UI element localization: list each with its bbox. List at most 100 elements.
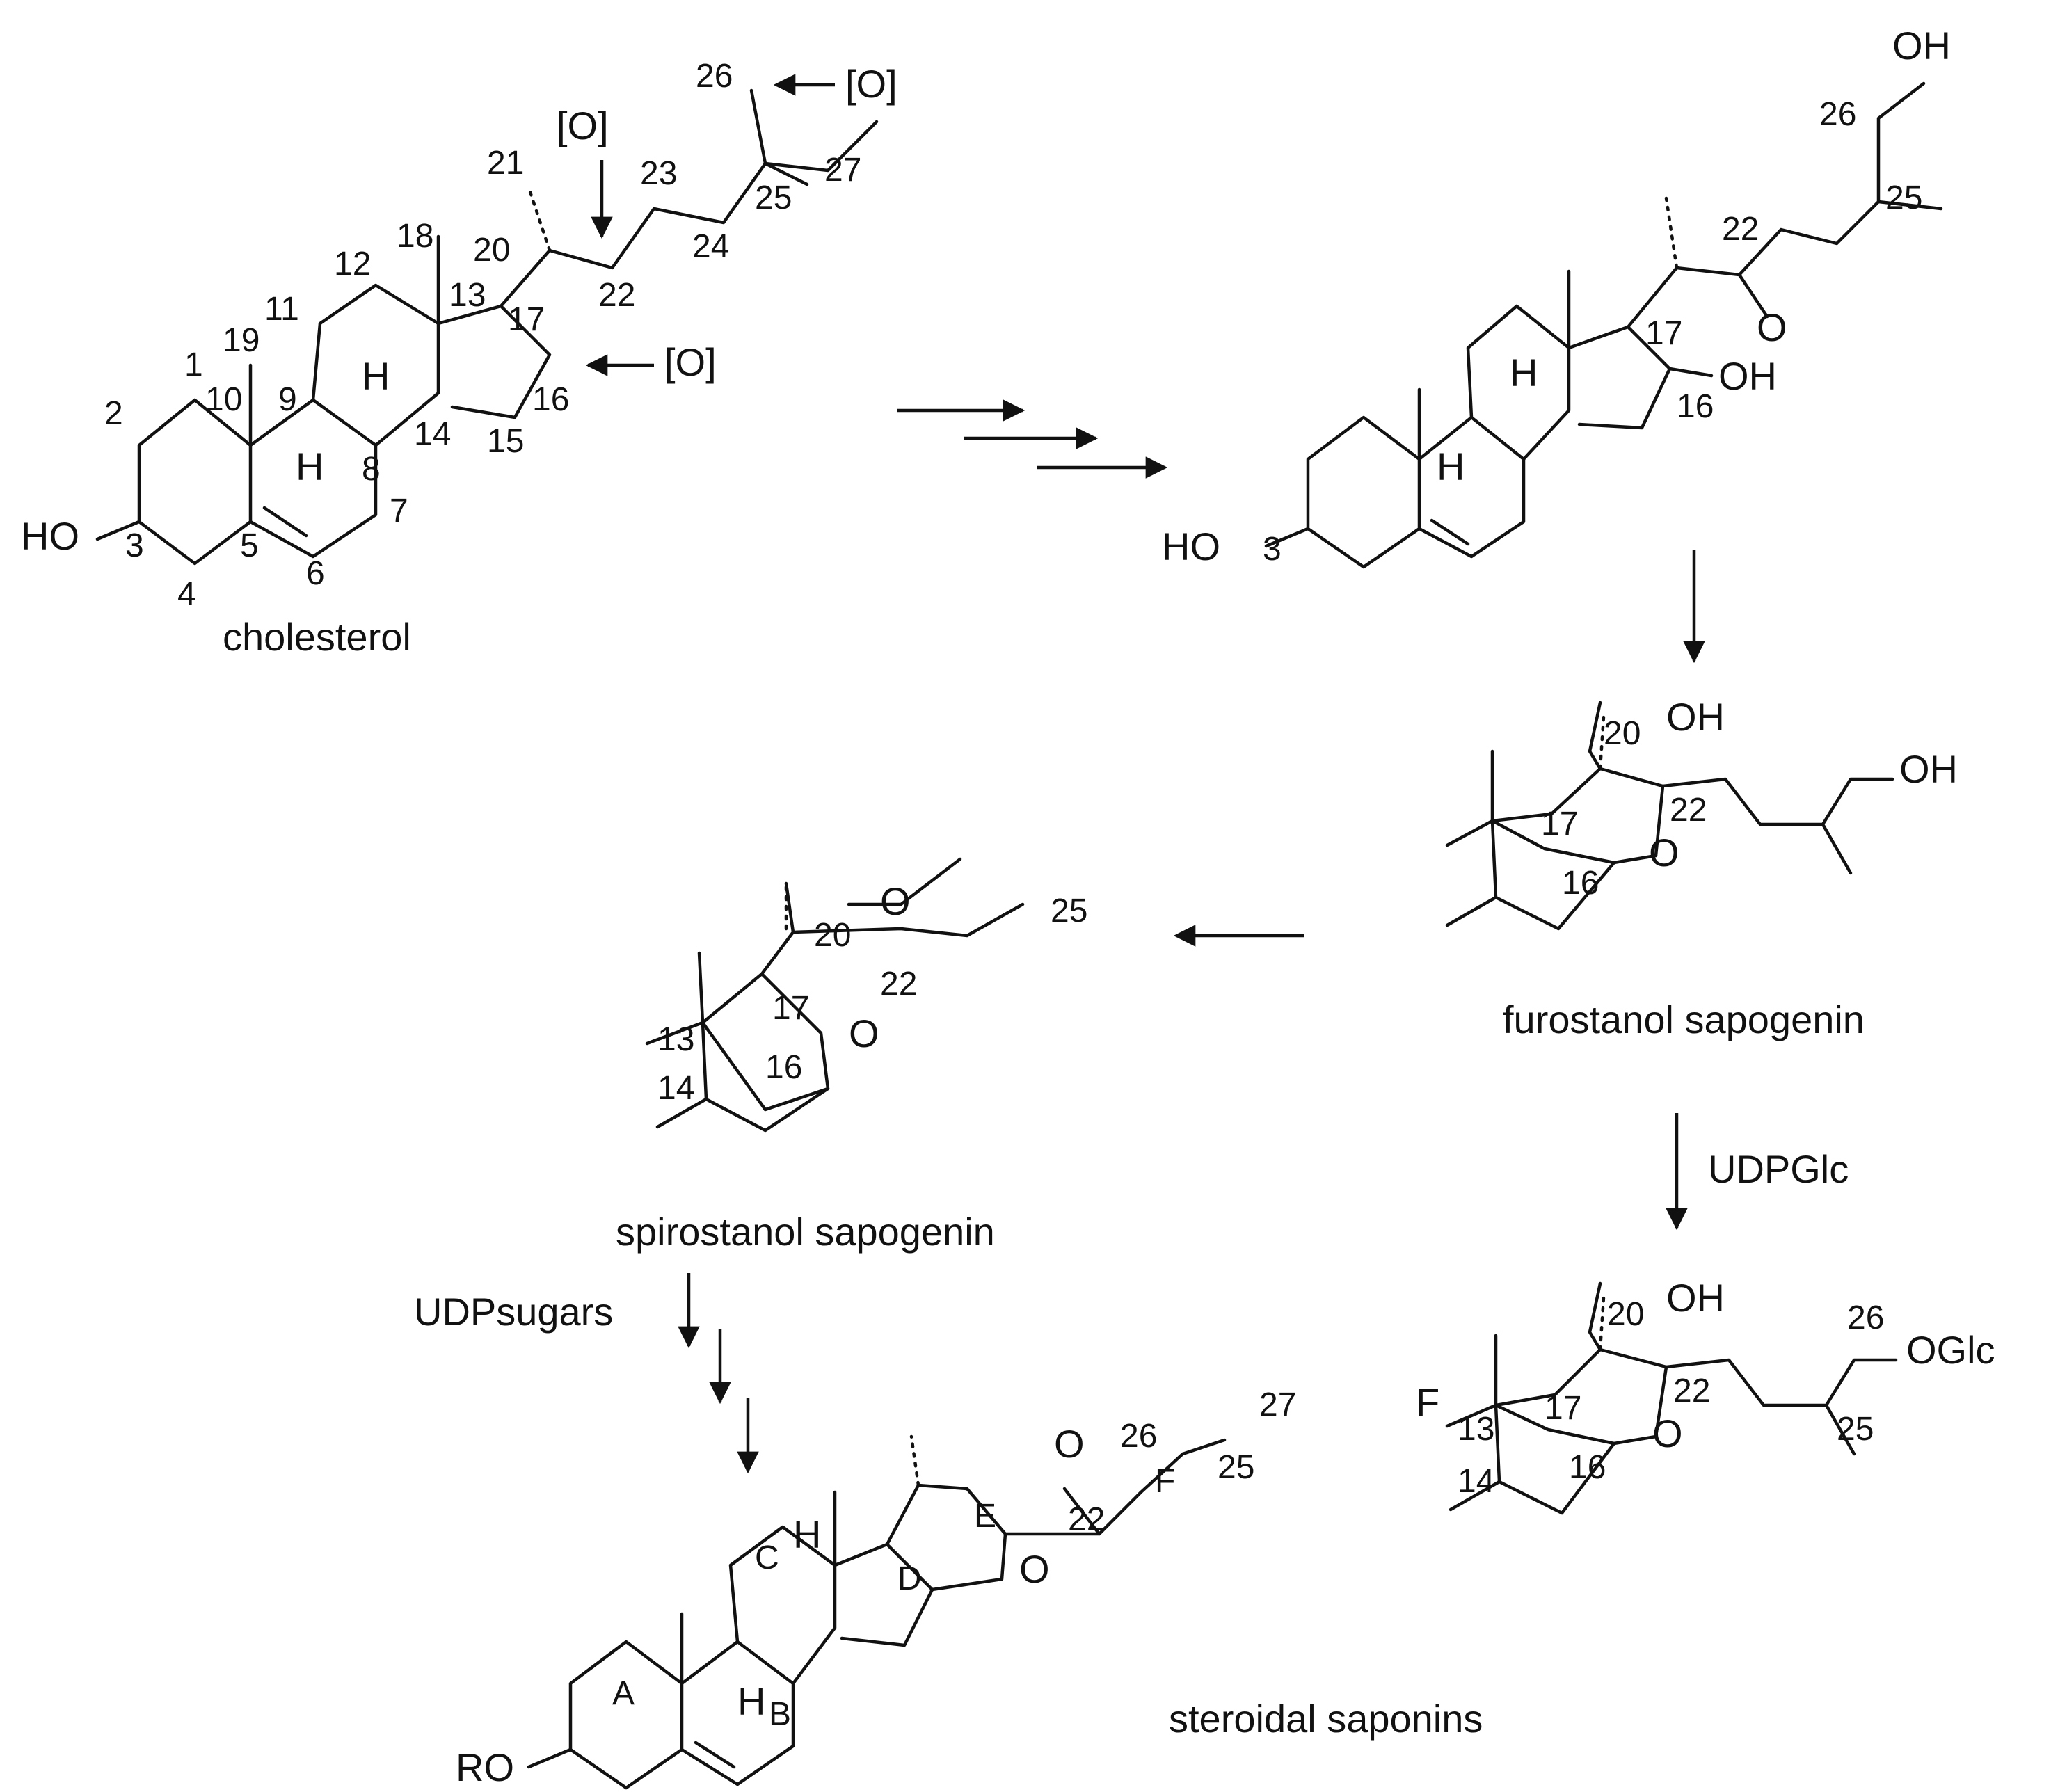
saponin-ro: RO [456, 1745, 514, 1789]
saponin-c26: 26 [1120, 1418, 1157, 1455]
saponin-ring-b: B [769, 1696, 791, 1733]
furostanol-c22: 22 [1670, 792, 1707, 829]
saponin-ring-f: F [1155, 1463, 1175, 1500]
spirostanol-c20: 20 [814, 917, 851, 954]
intermediate-h9: H [1437, 445, 1465, 488]
glucoside-ring-f: F [1416, 1380, 1439, 1424]
steroidal-saponin-structure: RO O O H H 27 26 25 22 F E D C A B stero… [456, 1386, 1483, 1790]
glucoside-c17: 17 [1545, 1390, 1581, 1427]
spirostanol-c16: 16 [765, 1049, 802, 1086]
udpsugars-label: UDPsugars [414, 1290, 613, 1334]
c7-number: 7 [390, 493, 408, 529]
intermediate-h8: H [1510, 351, 1538, 394]
c6-number: 6 [306, 555, 325, 592]
c13-number: 13 [449, 277, 486, 314]
glucoside-oglc: OGlc [1906, 1328, 1995, 1372]
udpsugars-step: UDPsugars [414, 1273, 759, 1474]
spirostanol-c25: 25 [1051, 893, 1087, 929]
c26-number: 26 [696, 58, 733, 95]
c19-number: 19 [223, 322, 260, 359]
furostanol-ring-o: O [1649, 831, 1679, 874]
glucoside-c22: 22 [1673, 1373, 1710, 1409]
intermediate-c26: 26 [1819, 96, 1856, 133]
saponin-ring-c: C [755, 1539, 779, 1576]
intermediate-c16: 16 [1677, 388, 1714, 425]
saponin-h8: H [793, 1512, 821, 1556]
saponin-c27: 27 [1259, 1386, 1296, 1423]
saponin-caption: steroidal saponins [1169, 1697, 1483, 1741]
saponin-pyran-o: O [1054, 1422, 1085, 1466]
cholesterol-ho-label: HO [21, 514, 79, 558]
glucoside-c20: 20 [1607, 1296, 1644, 1333]
oxidation-c16: [O] [664, 340, 717, 384]
spirostanol-c13: 13 [657, 1021, 694, 1058]
c1-number: 1 [184, 346, 203, 383]
c12-number: 12 [334, 246, 371, 282]
saponin-ring-e: E [974, 1498, 996, 1535]
glucoside-oh: OH [1666, 1276, 1725, 1320]
glucoside-c26: 26 [1847, 1299, 1884, 1336]
spirostanol-caption: spirostanol sapogenin [616, 1210, 995, 1254]
udpglc-label: UDPGlc [1708, 1147, 1849, 1191]
saponin-ring-a: A [612, 1675, 635, 1712]
c5-number: 5 [240, 527, 259, 564]
c2-number: 2 [104, 395, 123, 432]
intermediate-ho: HO [1162, 525, 1220, 568]
glucoside-c16: 16 [1569, 1449, 1606, 1486]
furostanol-c20: 20 [1604, 715, 1641, 752]
c3-number: 3 [125, 527, 144, 564]
saponin-c22: 22 [1068, 1501, 1105, 1538]
spirostanol-structure: O O 20 25 22 17 13 16 14 spirostanol sap… [616, 857, 1087, 1254]
glucoside-ring-o: O [1652, 1411, 1683, 1455]
c14-number: 14 [414, 416, 451, 453]
intermediate-c3: 3 [1263, 531, 1282, 568]
furostanol-glucoside-structure: OH O OGlc F 20 26 22 17 13 25 16 14 [1416, 1276, 1995, 1515]
spirostanol-c14: 14 [657, 1070, 694, 1107]
c21-number: 21 [487, 145, 524, 182]
c18-number: 18 [397, 218, 433, 255]
furostanol-26-oh: OH [1899, 747, 1958, 791]
c25-number: 25 [755, 179, 792, 216]
oxidation-c26: [O] [845, 62, 897, 106]
saponin-c25: 25 [1218, 1449, 1254, 1486]
c11-number: 11 [264, 291, 299, 328]
c8-number: 8 [362, 451, 381, 488]
saponin-h9: H [737, 1679, 765, 1723]
spirostanol-c22: 22 [880, 966, 917, 1002]
furostanol-oh: OH [1666, 695, 1725, 739]
saponin-ring-d: D [897, 1560, 922, 1597]
multistep-arrows [897, 399, 1168, 479]
furostanol-c16: 16 [1562, 865, 1599, 902]
glucoside-c14: 14 [1458, 1463, 1494, 1500]
c4-number: 4 [177, 576, 196, 613]
furostanol-c17: 17 [1541, 806, 1578, 842]
c16-number: 16 [532, 381, 569, 418]
spirostanol-pyran-o: O [880, 879, 911, 923]
oxidation-c22: [O] [557, 104, 609, 147]
c17-number: 17 [508, 301, 545, 338]
intermediate-structure: HO 3 OH 16 17 22 O 25 26 OH H H [1162, 24, 1951, 569]
c23-number: 23 [640, 155, 677, 192]
h9-label: H [296, 445, 324, 488]
c9-number: 9 [278, 381, 297, 418]
intermediate-ketone-o: O [1757, 305, 1787, 349]
cholesterol-caption: cholesterol [223, 615, 411, 659]
saponin-furan-o: O [1019, 1547, 1050, 1591]
furostanol-structure: OH O OH 20 22 17 16 furostanol sapogenin [1445, 695, 1958, 1041]
c20-number: 20 [473, 232, 510, 269]
spirostanol-c17: 17 [772, 990, 809, 1027]
c27-number: 27 [824, 152, 861, 189]
intermediate-16-oh: OH [1718, 354, 1777, 398]
cholesterol-structure: HO H H 1 2 3 4 5 6 7 8 9 10 11 12 13 14 … [21, 58, 897, 659]
c15-number: 15 [487, 423, 524, 460]
glucoside-c25: 25 [1837, 1411, 1874, 1448]
c22-number: 22 [598, 277, 635, 314]
udpglc-step: UDPGlc [1666, 1113, 1849, 1231]
furostanol-caption: furostanol sapogenin [1503, 998, 1865, 1041]
h8-label: H [362, 354, 390, 398]
c24-number: 24 [692, 228, 729, 265]
intermediate-c17: 17 [1645, 315, 1682, 352]
intermediate-c25: 25 [1885, 179, 1922, 216]
intermediate-c22: 22 [1722, 211, 1759, 248]
